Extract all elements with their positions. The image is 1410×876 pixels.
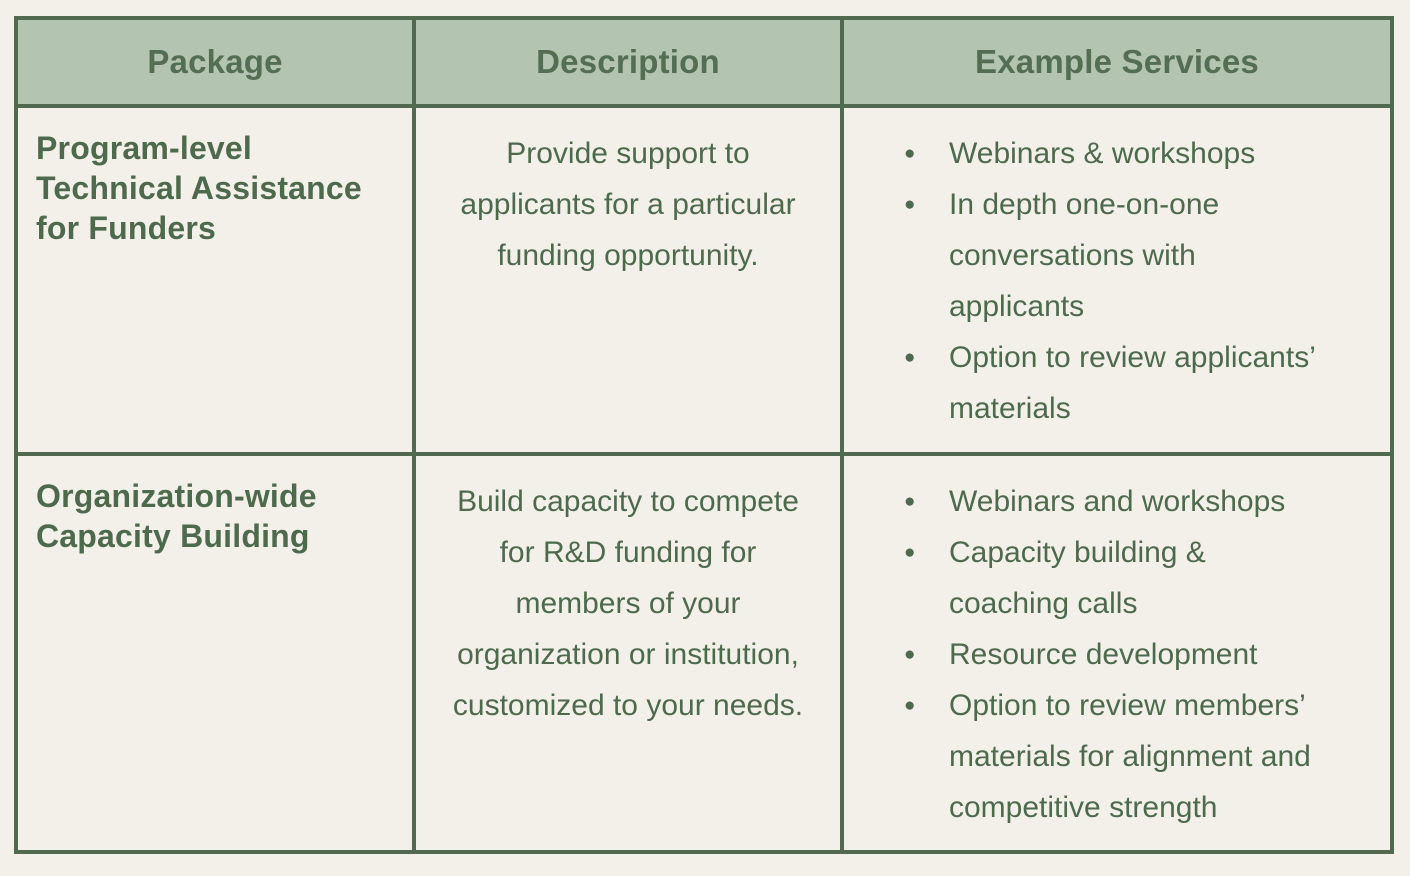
table-row: Organization-wide Capacity Building Buil… (14, 452, 1394, 854)
bullet-icon: ● (904, 695, 916, 716)
list-item: ● Resource development (904, 629, 1318, 680)
package-cell: Organization-wide Capacity Building (14, 452, 416, 854)
list-item: ● Webinars and workshops (904, 476, 1318, 527)
list-item: ● Capacity building & coaching calls (904, 527, 1318, 629)
column-header-description: Description (412, 16, 844, 108)
header-row: Package Description Example Services (14, 16, 1394, 108)
column-header-example-services: Example Services (840, 16, 1394, 108)
bullet-icon: ● (904, 542, 916, 563)
bullet-icon: ● (904, 143, 916, 164)
service-label: Capacity building & coaching calls (949, 536, 1206, 620)
service-label: In depth one-on-one conversations with a… (949, 188, 1220, 323)
bullet-icon: ● (904, 491, 916, 512)
bullet-icon: ● (904, 347, 916, 368)
table-row: Program-level Technical Assistance for F… (14, 104, 1394, 456)
service-label: Option to review members’ materials for … (949, 689, 1311, 824)
services-cell: ● Webinars & workshops ● In depth one-on… (840, 104, 1394, 456)
service-label: Webinars and workshops (949, 485, 1286, 518)
description-cell: Build capacity to compete for R&D fundin… (412, 452, 844, 854)
list-item: ● Webinars & workshops (904, 128, 1318, 179)
column-header-package: Package (14, 16, 416, 108)
bullet-icon: ● (904, 644, 916, 665)
list-item: ● In depth one-on-one conversations with… (904, 179, 1318, 332)
services-list: ● Webinars and workshops ● Capacity buil… (844, 476, 1390, 833)
list-item: ● Option to review applicants’ materials (904, 332, 1318, 434)
service-label: Resource development (949, 638, 1258, 671)
service-label: Webinars & workshops (949, 137, 1256, 170)
description-cell: Provide support to applicants for a part… (412, 104, 844, 456)
bullet-icon: ● (904, 194, 916, 215)
services-cell: ● Webinars and workshops ● Capacity buil… (840, 452, 1394, 854)
service-label: Option to review applicants’ materials (949, 341, 1315, 425)
package-cell: Program-level Technical Assistance for F… (14, 104, 416, 456)
services-list: ● Webinars & workshops ● In depth one-on… (844, 128, 1390, 434)
list-item: ● Option to review members’ materials fo… (904, 680, 1318, 833)
packages-table: Package Description Example Services Pro… (14, 16, 1394, 854)
